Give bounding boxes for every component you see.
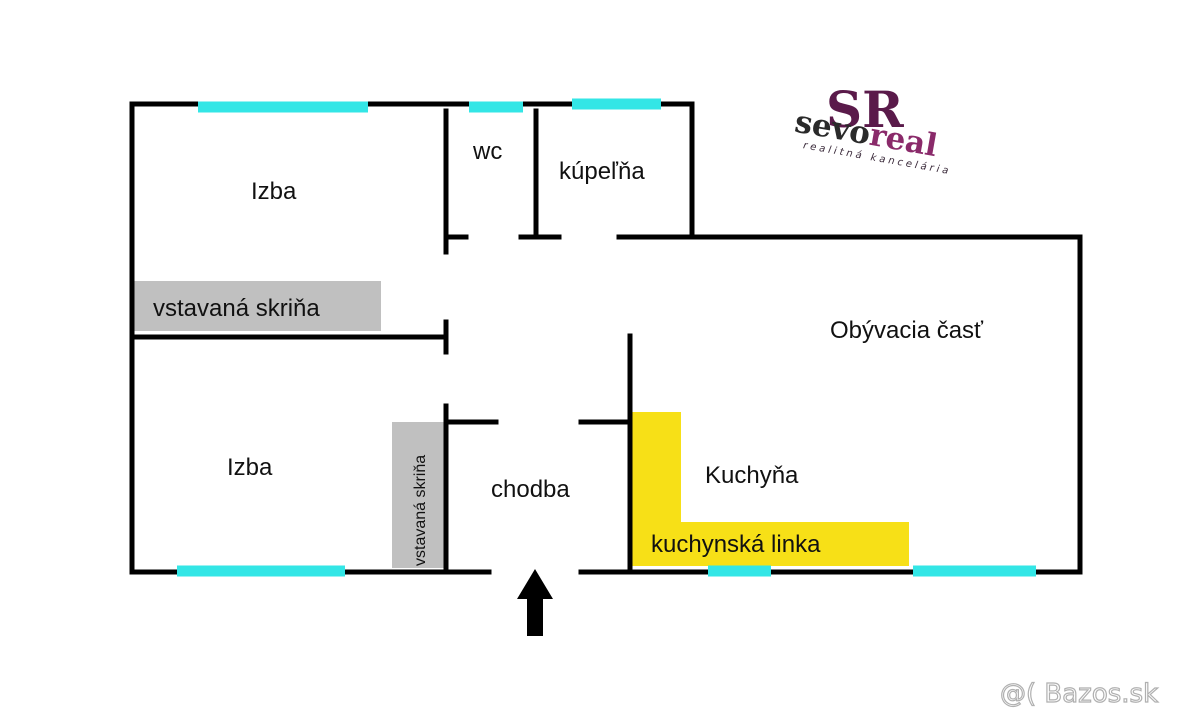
room-label-hallway: chodba xyxy=(491,476,570,503)
wardrobe-vertical-label: vstavaná skriňa xyxy=(412,455,429,566)
wardrobe-horizontal-label: vstavaná skriňa xyxy=(153,295,320,322)
room-label-kitchen: Kuchyňa xyxy=(705,462,799,489)
room-label-bedroom-bottom: Izba xyxy=(227,454,273,481)
room-label-living: Obývacia časť xyxy=(830,317,984,344)
room-label-wc: wc xyxy=(472,138,502,165)
room-label-bathroom: kúpeľňa xyxy=(559,158,645,185)
kitchen-unit xyxy=(632,412,909,566)
bazos-watermark: @( Bazos.sk xyxy=(1000,679,1158,709)
wardrobe-horizontal xyxy=(133,281,381,331)
logo-monogram: SR xyxy=(826,80,904,139)
room-label-bedroom-top: Izba xyxy=(251,178,297,205)
windows xyxy=(177,98,1036,577)
arrow-up-icon xyxy=(517,569,553,636)
wardrobe-vertical xyxy=(392,422,445,568)
sevoreal-logo: SR sevoreal realitná kancelária xyxy=(792,80,952,177)
kitchen-unit-label: kuchynská linka xyxy=(651,531,821,558)
